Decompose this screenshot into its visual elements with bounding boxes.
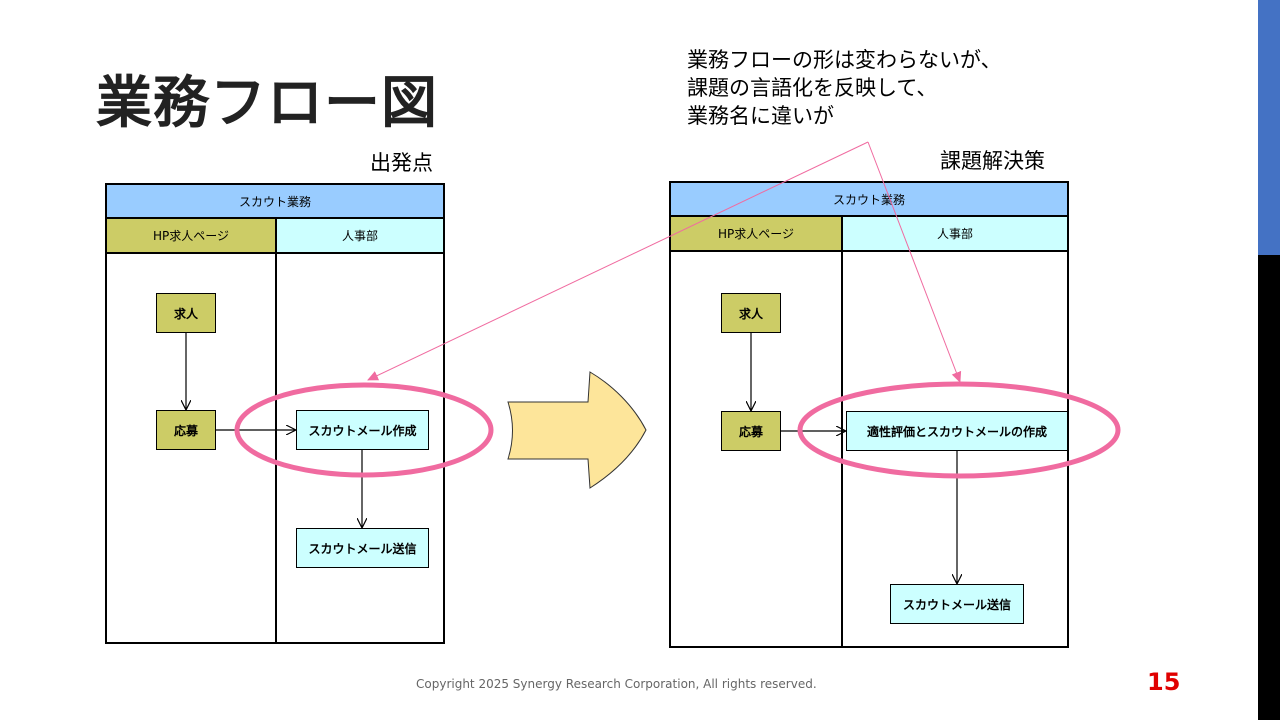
side-dark-bar [1258, 255, 1280, 720]
side-accent-bar [1258, 0, 1280, 255]
left-box-apply: 応募 [156, 410, 216, 450]
note-line-2: 課題の言語化を反映して、 [687, 76, 938, 100]
right-caption: 課題解決策 [940, 149, 1045, 173]
transition-arrow [507, 371, 647, 489]
left-swimlane-header: スカウト業務 [107, 185, 443, 219]
right-lane-divider [841, 252, 843, 646]
right-box-send-scout-mail: スカウトメール送信 [890, 584, 1024, 624]
copyright: Copyright 2025 Synergy Research Corporat… [416, 677, 817, 691]
right-swimlane-header: スカウト業務 [671, 183, 1067, 217]
left-box-job: 求人 [156, 293, 216, 333]
left-lane-hp: HP求人ページ [107, 219, 277, 254]
right-box-evaluate-and-create-scout-mail: 適性評価とスカウトメールの作成 [846, 411, 1068, 451]
left-box-create-scout-mail: スカウトメール作成 [296, 410, 429, 450]
right-box-job: 求人 [721, 293, 781, 333]
right-lane-hr: 人事部 [843, 217, 1067, 252]
left-lane-hr: 人事部 [277, 219, 443, 254]
note-line-3: 業務名に違いが [687, 104, 834, 128]
note-pointer-left [367, 141, 869, 381]
right-lane-hp: HP求人ページ [671, 217, 843, 252]
note-line-1: 業務フローの形は変わらないが、 [687, 48, 1002, 72]
left-caption: 出発点 [370, 151, 433, 175]
left-lane-divider [275, 254, 277, 642]
left-highlight-ellipse [234, 382, 494, 478]
annotation-note: 業務フローの形は変わらないが、 課題の言語化を反映して、 業務名に違いが [687, 46, 1002, 130]
note-pointer-right [867, 141, 962, 383]
right-highlight-ellipse [797, 381, 1121, 479]
left-box-send-scout-mail: スカウトメール送信 [296, 528, 429, 568]
slide-title: 業務フロー図 [96, 71, 438, 136]
page-number: 15 [1147, 668, 1181, 696]
right-box-apply: 応募 [721, 411, 781, 451]
